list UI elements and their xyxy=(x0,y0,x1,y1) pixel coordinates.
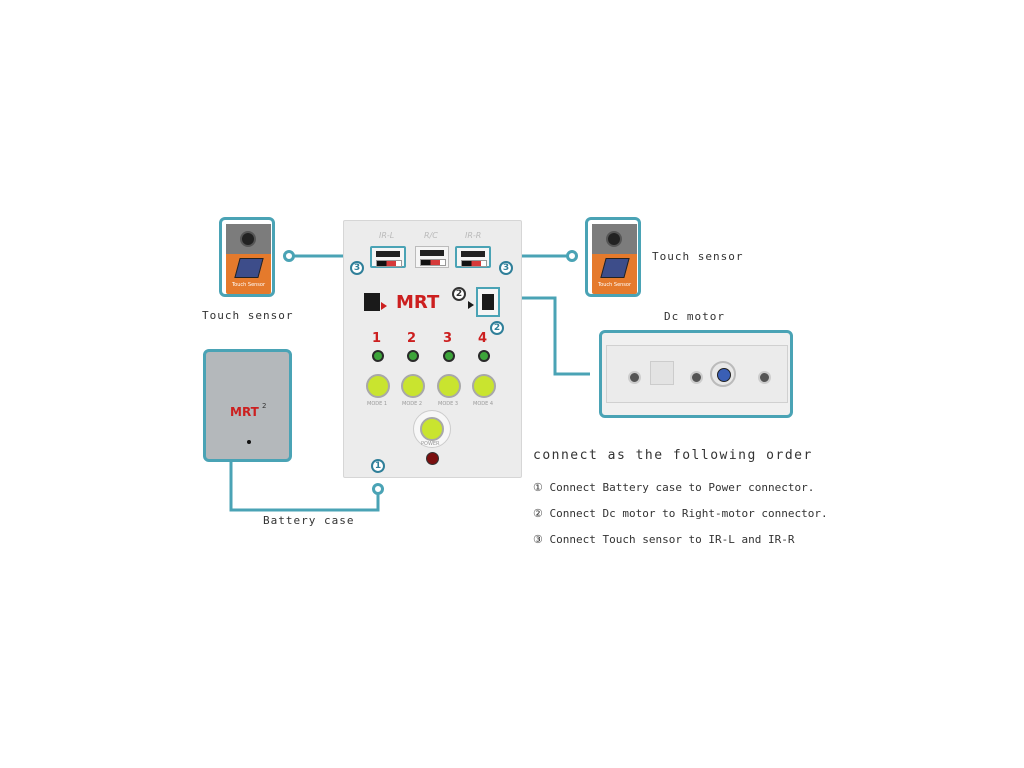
board-logo: MRT xyxy=(396,292,440,313)
touch-sensor-left: Touch Sensor xyxy=(219,217,275,297)
battery-indicator-dot xyxy=(247,440,251,444)
port-label-ir-r: IR-R xyxy=(465,231,482,240)
dc-motor-qr-icon xyxy=(650,361,674,385)
battery-case-label: Battery case xyxy=(263,514,355,527)
touch-sensor-image: Touch Sensor xyxy=(592,224,637,294)
channel-number-1: 1 xyxy=(372,331,382,346)
battery-logo: MRT xyxy=(230,405,259,419)
battery-logo-sup: 2 xyxy=(262,402,267,410)
battery-case: MRT 2 xyxy=(203,349,292,462)
power-led xyxy=(426,452,439,465)
controller-board: IR-L R/C IR-R 3 3 MRT 2 2 1 2 3 4 MODE 1… xyxy=(343,220,522,478)
mode-1-button[interactable] xyxy=(366,374,390,398)
instruction-step-3: ③ Connect Touch sensor to IR-L and IR-R xyxy=(533,533,795,546)
port-label-rc: R/C xyxy=(424,231,438,240)
wire-end-touch-left xyxy=(283,250,295,262)
channel-number-4: 4 xyxy=(478,331,488,346)
mode-3-label: MODE 3 xyxy=(438,401,459,407)
mode-2-label: MODE 2 xyxy=(402,401,423,407)
screw-hole-icon xyxy=(628,371,641,384)
sensor-chip-icon xyxy=(234,258,264,278)
power-button[interactable] xyxy=(420,417,444,441)
mode-4-label: MODE 4 xyxy=(473,401,494,407)
board-logo-sup: 2 xyxy=(452,287,466,301)
mode-2-button[interactable] xyxy=(401,374,425,398)
arrow-left-icon xyxy=(381,302,387,310)
badge-2: 2 xyxy=(490,321,504,335)
mode-1-label: MODE 1 xyxy=(367,401,388,407)
sensor-chip-icon xyxy=(600,258,630,278)
badge-3-right: 3 xyxy=(499,261,513,275)
wire-battery xyxy=(229,460,380,512)
channel-number-2: 2 xyxy=(407,331,417,346)
screw-hole-icon xyxy=(758,371,771,384)
touch-sensor-right: Touch Sensor xyxy=(585,217,641,297)
port-label-ir-l: IR-L xyxy=(379,231,395,240)
led-4 xyxy=(478,350,490,362)
touch-sensor-left-label: Touch sensor xyxy=(202,309,294,322)
mode-4-button[interactable] xyxy=(472,374,496,398)
badge-1: 1 xyxy=(371,459,385,473)
sensor-eye-icon xyxy=(240,231,256,247)
wire-end-touch-right xyxy=(566,250,578,262)
mode-3-button[interactable] xyxy=(437,374,461,398)
led-2 xyxy=(407,350,419,362)
motor-shaft-icon xyxy=(710,361,736,387)
instructions-heading: connect as the following order xyxy=(533,448,813,463)
instruction-step-2: ② Connect Dc motor to Right-motor connec… xyxy=(533,507,828,520)
power-button-ring xyxy=(413,410,451,448)
touch-sensor-image: Touch Sensor xyxy=(226,224,271,294)
dc-motor-label: Dc motor xyxy=(664,310,725,323)
left-motor-connector-icon xyxy=(364,293,380,311)
led-1 xyxy=(372,350,384,362)
power-label: POWER xyxy=(421,441,440,447)
led-3 xyxy=(443,350,455,362)
wire-dc-motor xyxy=(500,296,590,376)
right-motor-connector xyxy=(476,287,500,317)
sensor-chip-label: Touch Sensor xyxy=(597,282,632,288)
instruction-step-1: ① Connect Battery case to Power connecto… xyxy=(533,481,815,494)
touch-sensor-right-label: Touch sensor xyxy=(652,250,744,263)
sensor-chip-label: Touch Sensor xyxy=(231,282,266,288)
dc-motor xyxy=(599,330,793,418)
badge-3-left: 3 xyxy=(350,261,364,275)
port-ir-r xyxy=(455,246,491,268)
port-rc xyxy=(415,246,449,268)
arrow-right-icon xyxy=(468,301,474,309)
screw-hole-icon xyxy=(690,371,703,384)
wire-end-battery xyxy=(372,483,384,495)
sensor-eye-icon xyxy=(606,231,622,247)
channel-number-3: 3 xyxy=(443,331,453,346)
port-ir-l xyxy=(370,246,406,268)
